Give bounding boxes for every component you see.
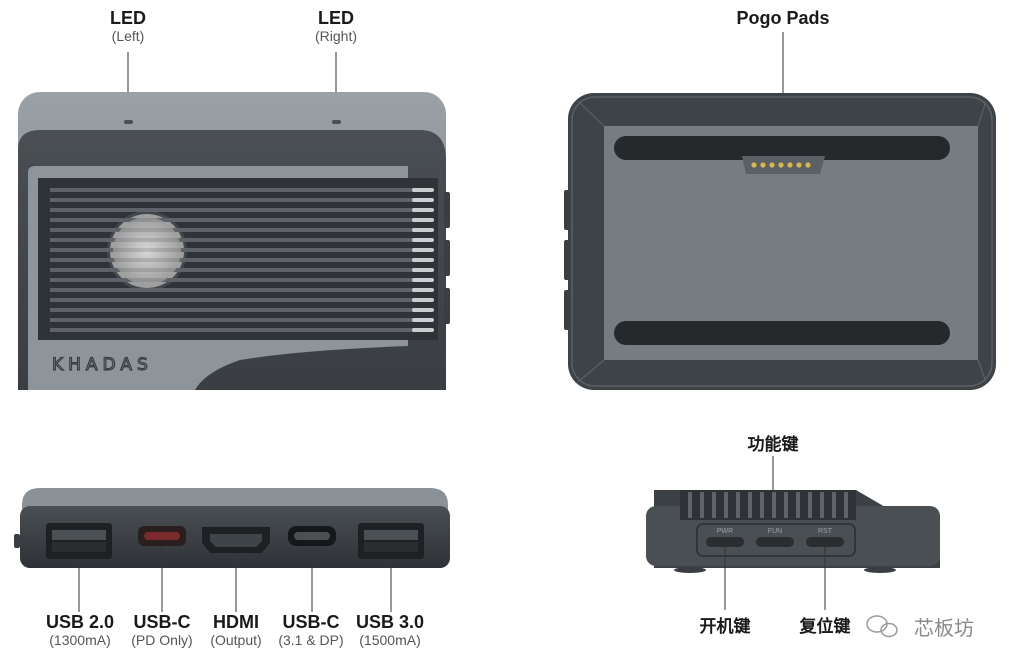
vent-slots xyxy=(50,188,432,332)
reset-key-label: 复位键 xyxy=(799,617,851,637)
port-title: HDMI xyxy=(212,612,259,632)
brand-logo: KHADAS xyxy=(52,355,153,375)
port-label-usb2: USB 2.0 (1300mA) xyxy=(46,612,114,649)
led-left-sub: (Left) xyxy=(111,28,145,44)
port-title: USB 2.0 xyxy=(45,612,115,632)
rst-button[interactable] xyxy=(806,537,844,547)
fun-button[interactable] xyxy=(756,537,794,547)
pwr-label: PWR xyxy=(717,528,733,535)
port-label-hdmi: HDMI (Output) xyxy=(210,612,261,649)
led-right-sub: (Right) xyxy=(314,28,358,44)
power-key-label: 开机键 xyxy=(699,617,751,637)
device-bottom-view xyxy=(564,32,996,390)
port-sub: (1300mA) xyxy=(49,632,111,648)
usb3-port xyxy=(358,523,424,559)
device-top-view xyxy=(18,52,450,390)
led-right-label: LED (Right) xyxy=(315,8,357,45)
pogo-pads-label: Pogo Pads xyxy=(736,8,829,28)
port-label-usbc-dp: USB-C (3.1 & DP) xyxy=(278,612,343,649)
device-port-side xyxy=(14,488,450,612)
fun-label: FUN xyxy=(768,528,782,535)
rst-label: RST xyxy=(818,528,833,535)
led-left-title: LED xyxy=(110,8,146,28)
led-right-title: LED xyxy=(317,8,354,28)
pogo-pads xyxy=(751,162,811,168)
port-sub: (3.1 & DP) xyxy=(278,632,344,648)
function-key-label: 功能键 xyxy=(747,435,799,455)
led-left-indicator xyxy=(124,120,133,124)
port-sub: (PD Only) xyxy=(131,632,193,648)
led-right-indicator xyxy=(332,120,341,124)
watermark-text: 芯板坊 xyxy=(914,616,974,640)
usb2-port xyxy=(46,523,112,559)
port-sub: (Output) xyxy=(210,632,262,648)
port-sub: (1500mA) xyxy=(359,632,421,648)
pogo-pads-title: Pogo Pads xyxy=(736,8,830,28)
port-title: USB-C xyxy=(282,612,340,632)
pwr-button[interactable] xyxy=(706,537,744,547)
port-label-usbc-pd: USB-C (PD Only) xyxy=(131,612,192,649)
port-title: USB 3.0 xyxy=(355,612,425,632)
led-left-label: LED (Left) xyxy=(110,8,146,45)
port-label-usb3: USB 3.0 (1500mA) xyxy=(356,612,424,649)
wechat-icon xyxy=(866,615,898,638)
device-button-side xyxy=(646,456,940,610)
port-title: USB-C xyxy=(133,612,191,632)
